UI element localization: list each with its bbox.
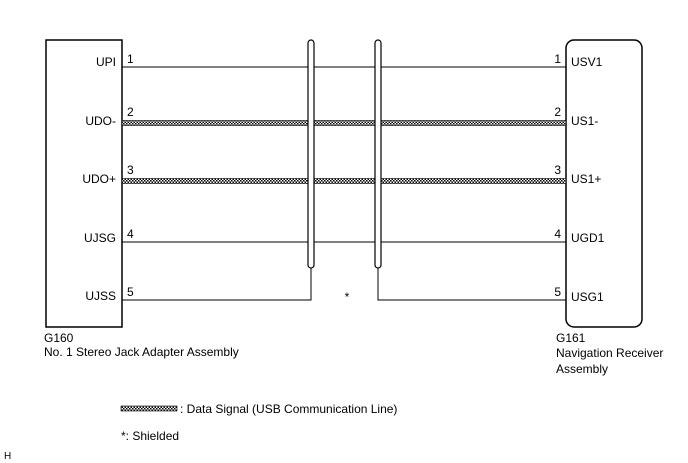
shield-right-bar — [374, 39, 382, 269]
left-pin-num-3: 3 — [127, 163, 134, 177]
legend-data-signal-swatch — [120, 405, 178, 412]
right-pin-label-3: US1+ — [571, 172, 601, 186]
left-connector-box — [45, 39, 123, 328]
right-pin-num-2: 2 — [554, 105, 561, 119]
right-pin-num-3: 3 — [554, 163, 561, 177]
right-pin-label-1: USV1 — [571, 55, 603, 69]
left-pin-label-4: UJSG — [84, 231, 116, 245]
wire-2-data-signal — [121, 120, 567, 126]
left-pin-num-4: 4 — [127, 227, 134, 241]
right-pin-num-5: 5 — [554, 285, 561, 299]
left-connector-code: G160 — [44, 331, 74, 345]
right-pin-label-2: US1- — [571, 114, 598, 128]
right-connector-code: G161 — [556, 331, 586, 345]
wire-3-data-signal — [121, 178, 567, 184]
left-connector-name: No. 1 Stereo Jack Adapter Assembly — [44, 345, 239, 359]
wire-5-left-drain — [122, 267, 312, 301]
right-pin-num-4: 4 — [554, 227, 561, 241]
shield-left-bar — [307, 39, 315, 269]
left-pin-label-5: UJSS — [85, 289, 116, 303]
right-connector-name-line-2: Assembly — [556, 362, 608, 376]
left-pin-num-1: 1 — [127, 52, 134, 66]
left-pin-label-1: UPI — [96, 55, 116, 69]
left-pin-label-3: UDO+ — [82, 172, 116, 186]
right-pin-label-4: UGD1 — [571, 231, 605, 245]
right-pin-label-5: USG1 — [571, 290, 604, 304]
wire-5-right-drain — [377, 267, 566, 301]
right-connector-name-line-1: Navigation Receiver — [556, 346, 663, 360]
left-pin-num-5: 5 — [127, 285, 134, 299]
left-pin-num-2: 2 — [127, 105, 134, 119]
corner-mark: H — [4, 451, 11, 462]
legend-data-signal-text: : Data Signal (USB Communication Line) — [180, 402, 397, 416]
legend-shielded-text: *: Shielded — [121, 429, 179, 443]
shield-mark: * — [345, 290, 350, 304]
left-pin-label-2: UDO- — [85, 114, 116, 128]
right-pin-num-1: 1 — [554, 52, 561, 66]
